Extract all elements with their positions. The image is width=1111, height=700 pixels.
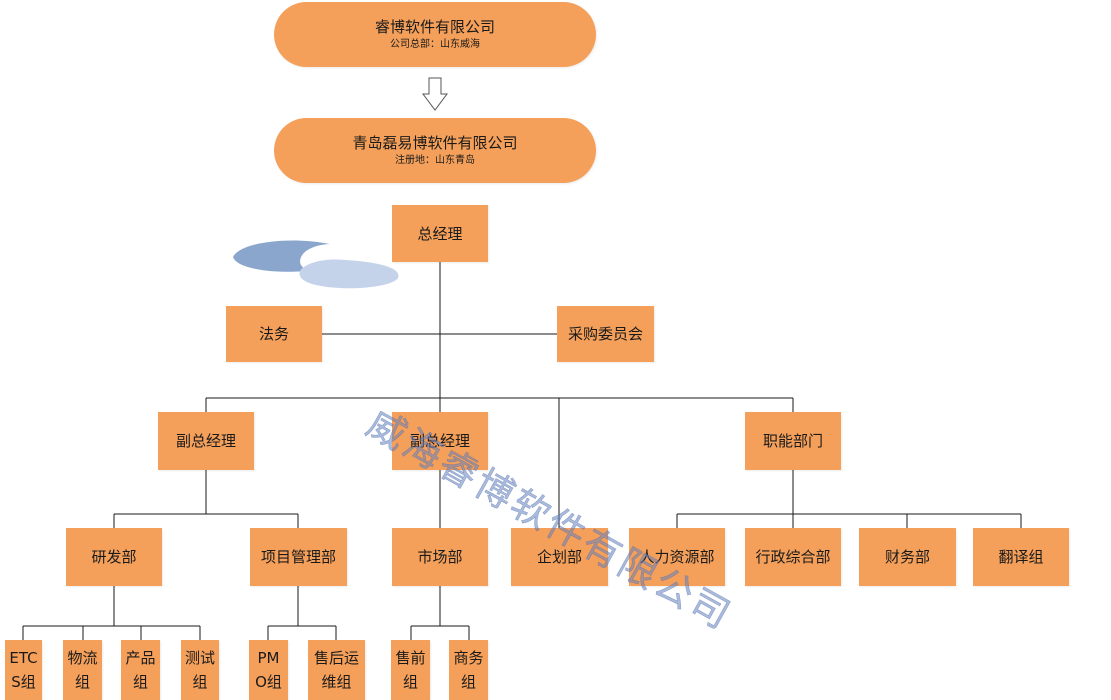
parent-company-name: 睿博软件有限公司: [374, 18, 495, 36]
node-pm: 项目管理部: [250, 528, 347, 586]
node-translation: 翻译组: [973, 528, 1069, 586]
node-legal: 法务: [226, 306, 322, 362]
company-name: 青岛磊易博软件有限公司: [352, 134, 518, 152]
node-testing-label: 测试组: [184, 649, 215, 691]
node-aftersales-label: 售后运维组: [313, 649, 359, 691]
node-presales-label: 售前组: [395, 649, 426, 691]
company-box: 青岛磊易博软件有限公司 注册地：山东青岛: [274, 118, 596, 183]
node-admin: 行政综合部: [745, 528, 841, 586]
node-aftersales-group: 售后运维组: [308, 640, 365, 700]
logo-icon: [233, 240, 399, 289]
node-logistics-group: 物流组: [63, 640, 102, 700]
node-deputy-gm-2: 副总经理: [392, 412, 488, 470]
company-subtitle: 注册地：山东青岛: [395, 155, 475, 166]
node-procurement: 采购委员会: [557, 306, 654, 362]
parent-company-subtitle: 公司总部：山东威海: [390, 39, 480, 50]
node-product-label: 产品组: [125, 649, 156, 691]
node-product-group: 产品组: [121, 640, 160, 700]
node-general-manager: 总经理: [392, 205, 488, 262]
node-presales-group: 售前组: [391, 640, 430, 700]
node-pmo-label: PMO组: [255, 649, 282, 691]
node-finance: 财务部: [859, 528, 956, 586]
node-market: 市场部: [392, 528, 488, 586]
node-testing-group: 测试组: [181, 640, 219, 700]
node-hr: 人力资源部: [629, 528, 725, 586]
node-pmo-group: PMO组: [249, 640, 288, 700]
node-logistics-label: 物流组: [67, 649, 98, 691]
node-functional-dept: 职能部门: [745, 412, 841, 470]
node-rd: 研发部: [66, 528, 162, 586]
down-arrow-icon: [422, 77, 448, 111]
node-etcs-group: ETCS组: [5, 640, 42, 700]
parent-company-box: 睿博软件有限公司 公司总部：山东威海: [274, 2, 596, 67]
node-planning: 企划部: [511, 528, 608, 586]
node-business-group: 商务组: [449, 640, 488, 700]
node-deputy-gm-1: 副总经理: [158, 412, 254, 470]
node-business-label: 商务组: [453, 649, 484, 691]
node-etcs-label: ETCS组: [9, 649, 38, 691]
